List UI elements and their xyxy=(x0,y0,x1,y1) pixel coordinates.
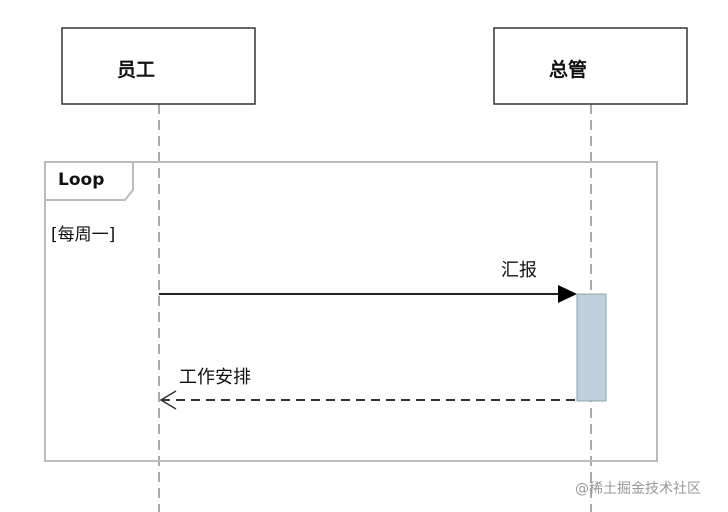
arrowhead-filled-icon xyxy=(558,285,577,303)
watermark: @稀土掘金技术社区 xyxy=(575,481,701,497)
participant-label-manager: 总管 xyxy=(548,59,588,81)
loop-operator-label: Loop xyxy=(58,170,105,190)
arrowhead-open-icon xyxy=(159,390,177,410)
loop-frame xyxy=(44,161,658,462)
loop-guard-label: [每周一] xyxy=(51,225,116,245)
loop-tab xyxy=(45,162,134,201)
participant-box-employee xyxy=(61,27,256,105)
activation-bar xyxy=(576,293,607,402)
message-label-report: 汇报 xyxy=(501,260,537,281)
message-label-return: 工作安排 xyxy=(179,367,251,388)
participant-box-manager xyxy=(493,27,688,105)
participant-label-employee: 员工 xyxy=(116,59,156,81)
